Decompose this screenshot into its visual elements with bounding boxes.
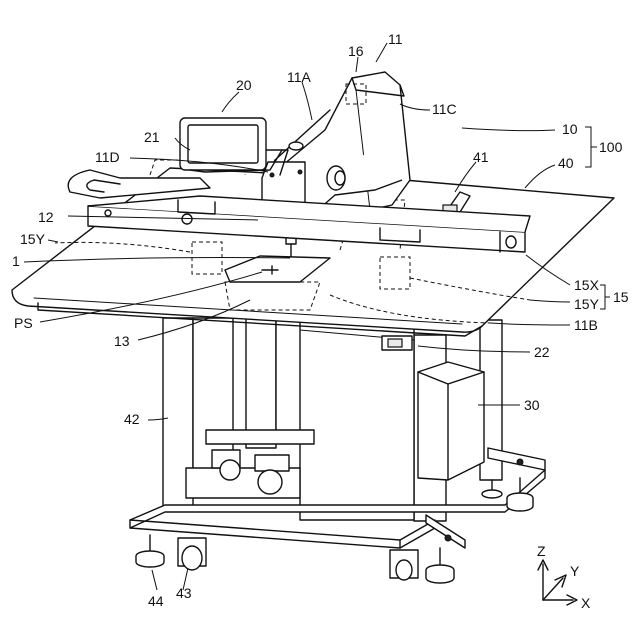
label-40: 40 <box>558 155 574 171</box>
label-13: 13 <box>114 333 130 349</box>
label-15Y-left: 15Y <box>20 231 46 247</box>
label-15X: 15X <box>574 277 600 293</box>
axis-label-x: X <box>581 595 591 611</box>
label-15: 15 <box>613 289 629 305</box>
label-12: 12 <box>38 209 54 225</box>
label-44: 44 <box>148 593 164 609</box>
label-10: 10 <box>562 121 578 137</box>
label-11C: 11C <box>432 101 457 117</box>
operation-panel-22 <box>382 336 412 350</box>
label-16: 16 <box>348 43 364 59</box>
label-20: 20 <box>236 77 252 93</box>
label-11B: 11B <box>574 317 598 333</box>
label-11: 11 <box>388 31 403 47</box>
label-43: 43 <box>176 585 192 601</box>
label-100: 100 <box>599 139 623 155</box>
label-PS: PS <box>14 315 33 331</box>
label-11A: 11A <box>287 69 312 85</box>
axis-label-z: Z <box>537 543 546 559</box>
axis-label-y: Y <box>570 563 580 579</box>
label-21: 21 <box>144 129 160 145</box>
label-22: 22 <box>534 344 550 360</box>
label-30: 30 <box>524 397 540 413</box>
label-41: 41 <box>473 149 489 165</box>
control-box <box>418 362 484 480</box>
label-1: 1 <box>12 253 20 269</box>
label-42: 42 <box>124 411 140 427</box>
label-11D: 11D <box>95 149 120 165</box>
label-15Y-right: 15Y <box>574 296 600 312</box>
